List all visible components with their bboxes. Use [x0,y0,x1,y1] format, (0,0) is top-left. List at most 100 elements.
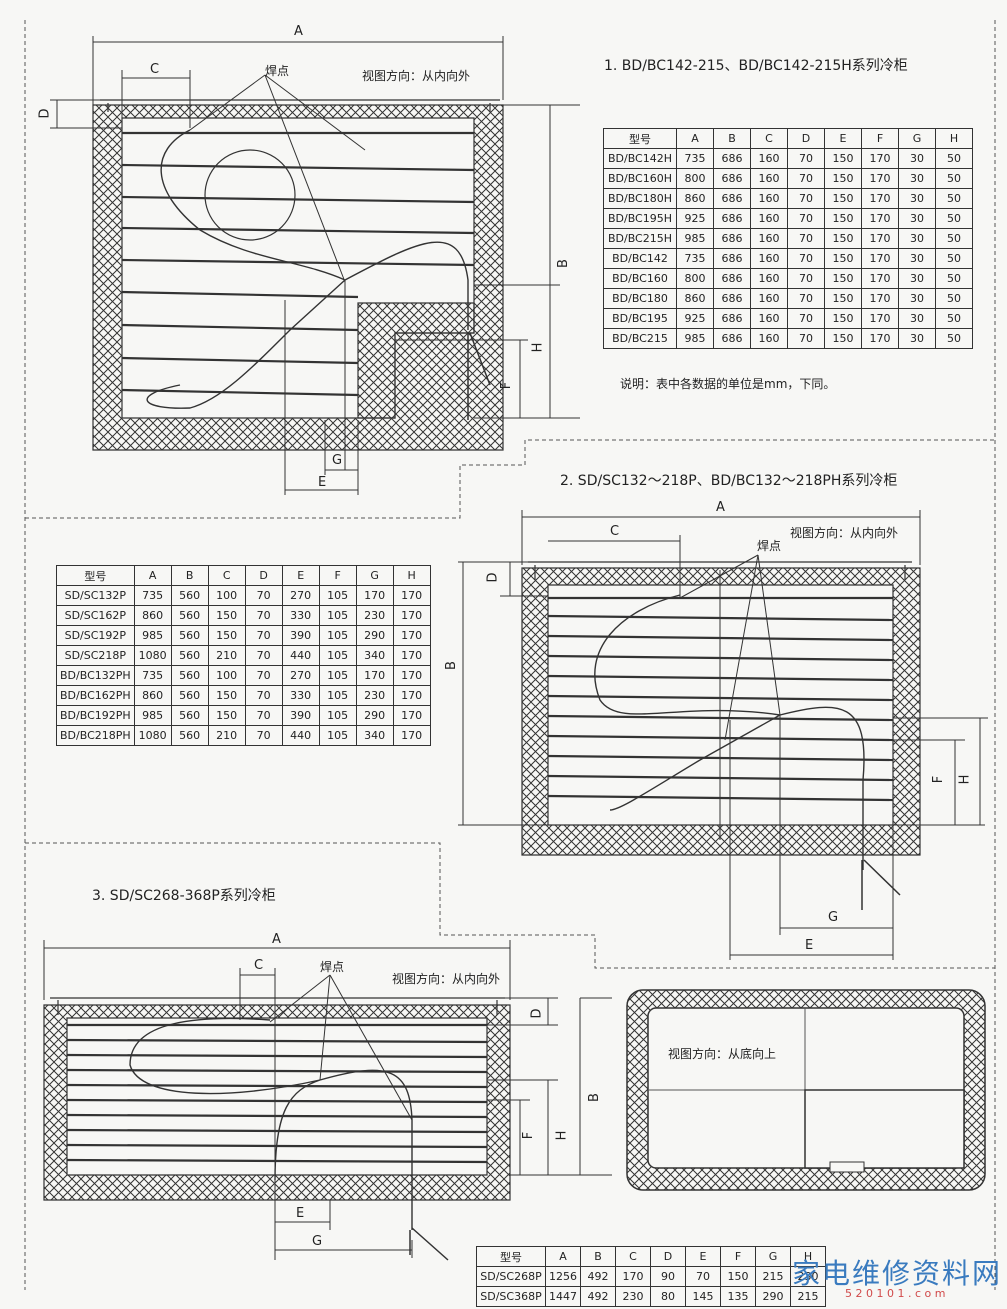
model-cell: SD/SC368P [476,1286,546,1307]
model-cell: BD/BC192PH [56,705,135,726]
section-dividers [24,20,996,1290]
value-cell: 170 [861,248,899,269]
s3-dim-g: G [312,1234,323,1249]
value-cell: 170 [861,228,899,249]
value-cell: 215 [755,1266,791,1287]
value-cell: 50 [935,328,973,349]
value-cell: 686 [713,268,751,289]
section1-note: 说明：表中各数据的单位是mm，下同。 [620,377,836,391]
model-cell: SD/SC192P [56,625,135,646]
value-cell: 860 [133,685,172,706]
col-header: E [685,1246,721,1267]
section3-title: 3. SD/SC268-368P系列冷柜 [92,888,276,904]
value-cell: 686 [713,168,751,189]
col-header: A [133,565,172,586]
value-cell: 210 [207,725,246,746]
s1-dim-h: H [530,342,546,353]
value-cell: 50 [935,148,973,169]
value-cell: 150 [824,248,862,269]
s1-dim-b: B [555,259,571,268]
model-cell: SD/SC162P [56,605,135,626]
value-cell: 160 [750,288,788,309]
col-header: F [720,1246,756,1267]
value-cell: 560 [170,665,209,686]
value-cell: 170 [392,685,431,706]
col-header: 型号 [603,128,677,149]
value-cell: 50 [935,188,973,209]
value-cell: 230 [355,605,394,626]
value-cell: 686 [713,288,751,309]
col-header: B [580,1246,616,1267]
model-cell: BD/BC160 [603,268,677,289]
table-header-row: 型号 A B C D E F G H [56,565,431,586]
s3-dim-a: A [272,932,281,947]
model-cell: BD/BC142H [603,148,677,169]
value-cell: 170 [861,208,899,229]
value-cell: 70 [787,188,825,209]
value-cell: 30 [898,308,936,329]
col-header: A [676,128,714,149]
value-cell: 290 [355,625,394,646]
col-header: D [244,565,283,586]
section3-cabinet [43,940,612,1261]
value-cell: 860 [133,605,172,626]
model-cell: BD/BC160H [603,168,677,189]
value-cell: 800 [676,268,714,289]
value-cell: 735 [133,665,172,686]
section3-view-direction: 视图方向：从内向外 [392,972,501,986]
value-cell: 105 [318,665,357,686]
section3-weld-point: 焊点 [320,960,345,974]
col-header: 型号 [476,1246,546,1267]
value-cell: 50 [935,308,973,329]
model-cell: BD/BC180H [603,188,677,209]
value-cell: 170 [615,1266,651,1287]
value-cell: 70 [787,168,825,189]
s1-dim-g: G [332,453,343,468]
col-header: F [861,128,899,149]
value-cell: 30 [898,288,936,309]
value-cell: 30 [898,188,936,209]
value-cell: 150 [824,288,862,309]
bottom-view [626,989,986,1191]
site-logo-text: 家电维修资料网 [792,1257,1003,1290]
value-cell: 170 [355,665,394,686]
value-cell: 270 [281,665,320,686]
value-cell: 686 [713,208,751,229]
value-cell: 170 [861,148,899,169]
s2-dim-a: A [716,500,725,515]
model-cell: BD/BC180 [603,288,677,309]
s1-dim-d: D [37,108,53,119]
value-cell: 170 [861,288,899,309]
value-cell: 985 [676,228,714,249]
model-cell: BD/BC215H [603,228,677,249]
value-cell: 70 [787,148,825,169]
value-cell: 105 [318,625,357,646]
col-header: C [207,565,246,586]
value-cell: 70 [244,585,283,606]
value-cell: 800 [676,168,714,189]
s3-dim-b: B [586,1093,602,1102]
value-cell: 290 [755,1286,791,1307]
value-cell: 492 [580,1266,616,1287]
value-cell: 170 [392,725,431,746]
value-cell: 686 [713,248,751,269]
value-cell: 150 [824,188,862,209]
value-cell: 160 [750,268,788,289]
section2-view-direction: 视图方向：从内向外 [790,526,899,540]
value-cell: 686 [713,148,751,169]
col-header: D [787,128,825,149]
model-cell: BD/BC132PH [56,665,135,686]
value-cell: 860 [676,288,714,309]
value-cell: 560 [170,705,209,726]
value-cell: 215 [790,1286,826,1307]
value-cell: 686 [713,228,751,249]
